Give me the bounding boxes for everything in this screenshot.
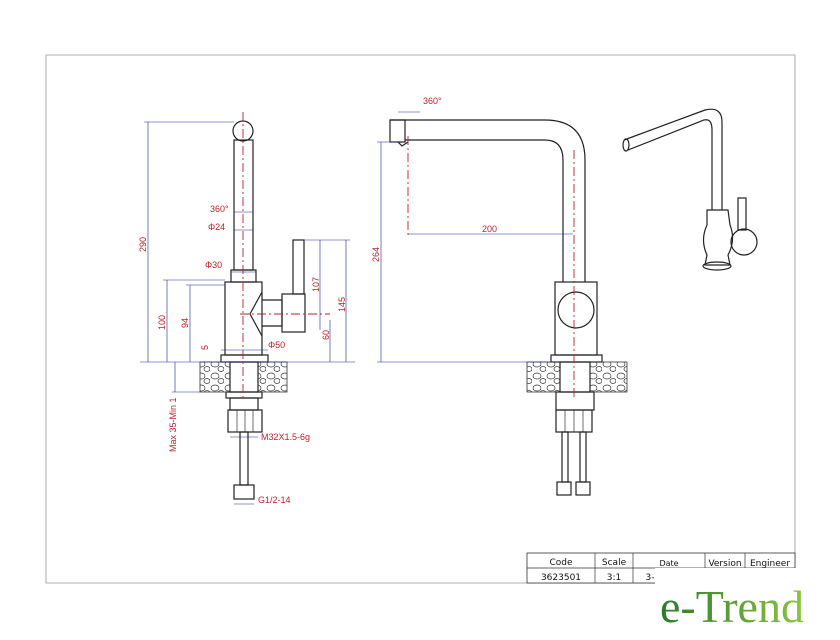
- header-date: Date: [659, 559, 678, 568]
- value-date: 3-: [646, 573, 655, 583]
- dim-60: 60: [321, 330, 331, 340]
- value-scale: 3:1: [607, 573, 621, 583]
- side-view: 290 100 94 5 360° Φ24 Φ30 Φ50 107 145 60…: [138, 112, 355, 505]
- dim-264: 264: [371, 247, 381, 262]
- dim-rotation: 360°: [210, 204, 229, 214]
- header-scale: Scale: [602, 558, 627, 568]
- dim-phi24: Φ24: [208, 222, 225, 232]
- front-view: 360° 264 200: [371, 96, 628, 496]
- dim-phi50: Φ50: [268, 340, 285, 350]
- header-engineer: Engineer: [750, 559, 790, 569]
- dim-94: 94: [180, 318, 190, 328]
- dim-145: 145: [337, 297, 347, 312]
- dim-200: 200: [482, 224, 497, 234]
- front-dim-rotation: 360°: [423, 96, 442, 106]
- header-version: Version: [708, 559, 741, 569]
- dim-thread: M32X1.5-6g: [261, 432, 310, 442]
- drawing-frame: [45, 54, 796, 584]
- dim-107: 107: [311, 277, 321, 292]
- value-code: 3623501: [541, 573, 581, 583]
- dim-100: 100: [157, 315, 167, 330]
- dim-phi30: Φ30: [205, 260, 222, 270]
- etrend-logo: e-Trend: [660, 581, 804, 632]
- iso-view: [622, 108, 758, 271]
- dim-290: 290: [138, 237, 148, 252]
- dim-5: 5: [200, 345, 210, 350]
- dim-deck-thickness: Max 35-Min 1: [168, 397, 178, 452]
- dim-hose-thread: G1/2-14: [258, 495, 291, 505]
- header-code: Code: [549, 558, 573, 568]
